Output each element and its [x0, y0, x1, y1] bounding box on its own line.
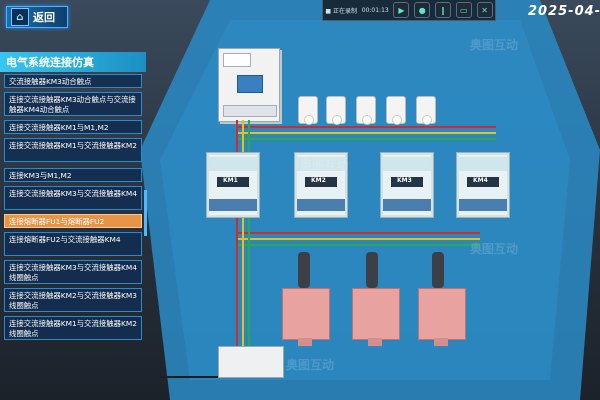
step-item[interactable]: 连接交流接触器KM3与交流接触器KM4线圈触点 [4, 260, 142, 284]
motor[interactable] [418, 288, 466, 340]
step-item[interactable]: 连接交流接触器KM3与交流接触器KM4 [4, 186, 142, 210]
step-item[interactable]: 交流接触器KM3动合触点 [4, 74, 142, 88]
step-item[interactable]: 连接交流接触器KM2与交流接触器KM3线圈触点 [4, 288, 142, 312]
motor-base [298, 338, 312, 346]
wire [248, 120, 250, 346]
back-button-label: 返回 [33, 11, 55, 24]
motor[interactable] [282, 288, 330, 340]
play-icon: ▶ [398, 5, 405, 15]
home-icon: ⌂ [11, 8, 29, 26]
wire [236, 120, 238, 346]
wire [236, 126, 496, 128]
step-item[interactable]: 连接交流接触器KM1与交流接触器KM2 [4, 138, 142, 162]
contactor-km4[interactable]: KM4 [456, 152, 510, 218]
record-icon: ● [418, 5, 426, 15]
fuse[interactable] [416, 96, 436, 125]
back-button[interactable]: ⌂ 返回 [6, 6, 68, 28]
window-button[interactable]: ▭ [455, 2, 472, 18]
step-item[interactable]: 连接交流接触器KM1与交流接触器KM2线圈触点 [4, 316, 142, 340]
window-icon: ▭ [460, 5, 468, 15]
fuse[interactable] [326, 96, 346, 125]
contactor-label: KM3 [397, 177, 412, 184]
wire [236, 132, 496, 134]
watermark: 奥图互动 [286, 358, 335, 372]
step-item[interactable]: 连接交流接触器KM1与M1,M2 [4, 120, 142, 134]
wire [236, 232, 480, 234]
wire [160, 376, 240, 378]
step-item-active[interactable]: 连接熔断器FU1与熔断器FU2 [4, 214, 142, 228]
date-display: 2025-04- [528, 4, 600, 19]
panel-title: 电气系统连接仿真 [0, 52, 146, 72]
record-button[interactable]: ● [414, 2, 431, 18]
recording-time: 00:01:13 [361, 6, 389, 14]
step-list-panel: 电气系统连接仿真 交流接触器KM3动合触点 连接交流接触器KM3动合触点与交流接… [0, 52, 146, 352]
motor[interactable] [352, 288, 400, 340]
fuse[interactable] [356, 96, 376, 125]
wire [236, 238, 480, 240]
motor-base [434, 338, 448, 346]
wire [242, 120, 244, 346]
motor-base [368, 338, 382, 346]
motor-cable [432, 252, 444, 288]
wire [236, 138, 496, 140]
fuse[interactable] [298, 96, 318, 125]
step-item[interactable]: 连接熔断器FU2与交流接触器KM4 [4, 232, 142, 256]
terminal-block[interactable] [218, 346, 284, 378]
fuse[interactable] [386, 96, 406, 125]
motor-cable [298, 252, 310, 288]
circuit-breaker[interactable] [218, 48, 280, 122]
close-icon: ✕ [481, 5, 488, 15]
close-button[interactable]: ✕ [476, 2, 493, 18]
watermark: 奥图互动 [300, 158, 349, 172]
watermark: 奥图互动 [470, 38, 519, 52]
contactor-km3[interactable]: KM3 [380, 152, 434, 218]
step-item[interactable]: 连接KM3与M1,M2 [4, 168, 142, 182]
contactor-km2[interactable]: KM2 [294, 152, 348, 218]
recording-toolbar: ■ 正在录制 00:01:13 ▶ ● ‖ ▭ ✕ [322, 0, 496, 21]
wire [236, 244, 480, 246]
motor-cable [366, 252, 378, 288]
step-item[interactable]: 连接交流接触器KM3动合触点与交流接触器KM4动合触点 [4, 92, 142, 116]
pause-icon: ‖ [441, 5, 446, 15]
play-button[interactable]: ▶ [393, 2, 410, 18]
recording-status: ■ 正在录制 [325, 7, 357, 15]
pause-button[interactable]: ‖ [435, 2, 452, 18]
contactor-label: KM4 [473, 177, 488, 184]
contactor-km1[interactable]: KM1 [206, 152, 260, 218]
contactor-label: KM2 [311, 177, 326, 184]
contactor-label: KM1 [223, 177, 238, 184]
watermark: 奥图互动 [470, 242, 519, 256]
step-list-scrollbar[interactable] [144, 190, 147, 236]
